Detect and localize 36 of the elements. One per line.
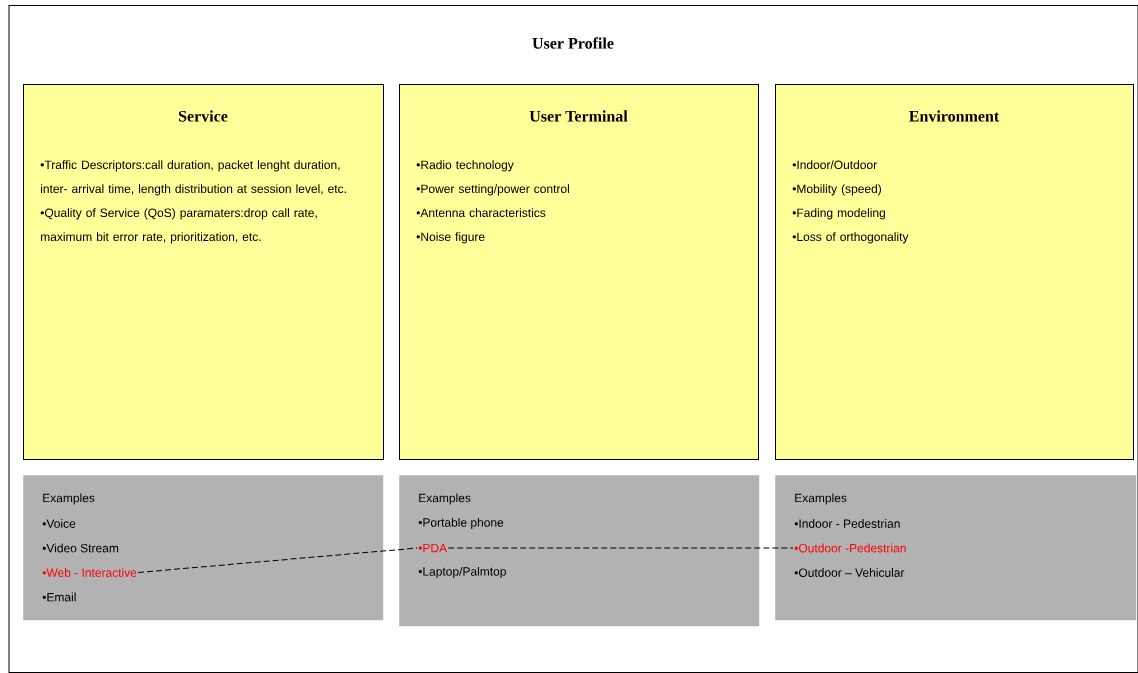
example-item: •Outdoor – Vehicular [794, 568, 905, 577]
panel-box [775, 84, 1134, 460]
example-panel [23, 475, 384, 621]
dashed-connector [447, 547, 794, 549]
title: User Profile [532, 37, 614, 49]
bullet-text: •Radio technology [416, 160, 514, 172]
bullet-text: •Quality of Service (QoS) paramaters:drop call rate, maximum bit error rate, prioritization, etc. [40, 208, 317, 244]
example-item: •Video Stream [42, 543, 119, 553]
highlighted-item: •Web - Interactive [42, 568, 137, 577]
panel-heading: Environment [909, 110, 1000, 122]
bullet-text: •Traffic Descriptors:call duration, packet lenght duration, inter- arrival time, length distribution at session level, etc. [40, 160, 346, 196]
bullet-text: •Loss of orthogonality [792, 232, 909, 244]
examples-heading: Examples [43, 493, 95, 505]
bullet-text: •Noise figure [416, 232, 485, 244]
example-item: •Voice [42, 519, 76, 528]
bullet-text: •Indoor/Outdoor [792, 160, 877, 169]
example-item: •Indoor - Pedestrian [794, 519, 900, 528]
highlighted-item: •Outdoor -Pedestrian [794, 543, 906, 553]
frame-box [8, 5, 1138, 673]
example-panel [399, 475, 760, 627]
dashed-connector [137, 547, 418, 573]
examples-heading: Examples [419, 493, 471, 505]
panel-box [23, 84, 384, 460]
example-panel [775, 475, 1137, 621]
examples-heading: Examples [795, 493, 847, 505]
bullet-text: •Mobility (speed) [792, 184, 881, 196]
panel-box [399, 84, 759, 460]
highlighted-item: •PDA [418, 543, 448, 553]
bullet-text: •Fading modeling [792, 208, 885, 220]
example-item: •Portable phone [418, 517, 504, 530]
example-item: •Email [42, 592, 76, 602]
example-item: •Laptop/Palmtop [418, 566, 506, 579]
panel-heading: User Terminal [529, 110, 628, 122]
panel-heading: Service [179, 110, 228, 122]
bullet-text: •Power setting/power control [416, 184, 569, 196]
bullet-text: •Antenna characteristics [416, 208, 546, 217]
